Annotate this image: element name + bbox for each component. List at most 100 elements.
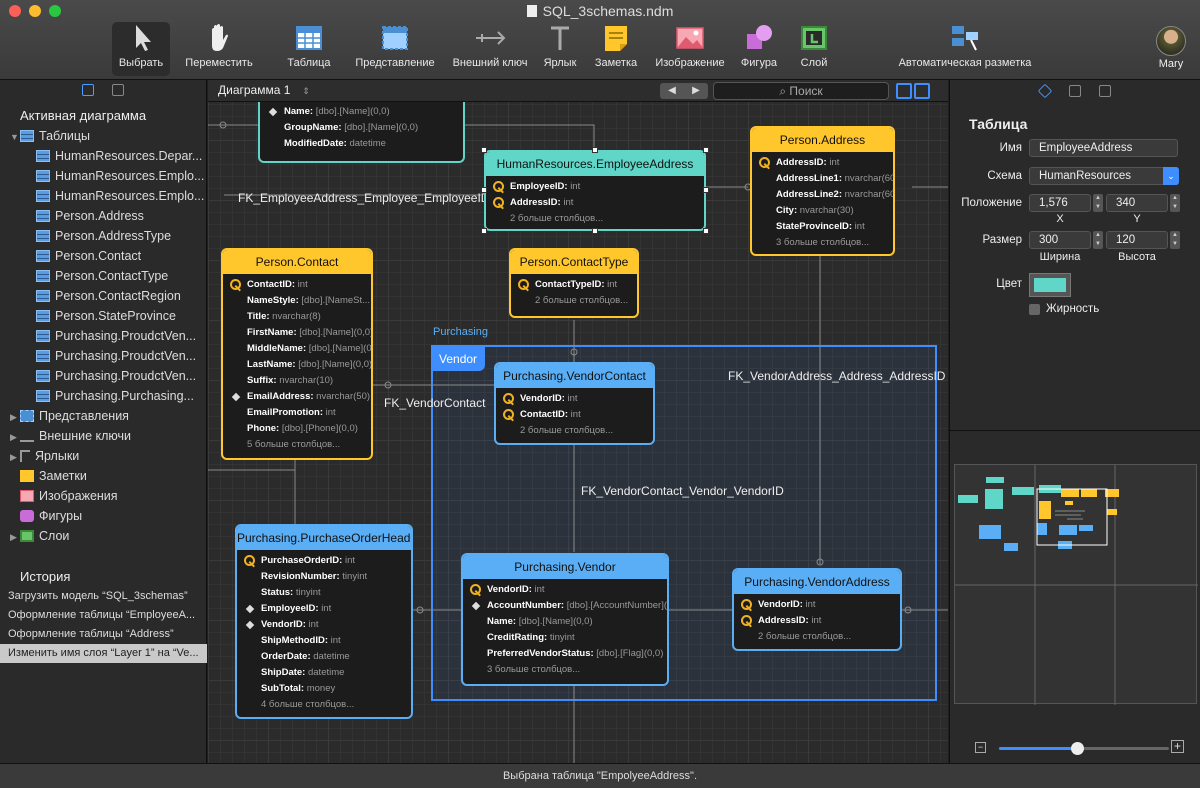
history-item[interactable]: Загрузить модель “SQL_3schemas” <box>0 587 207 606</box>
tool-select[interactable]: Выбрать <box>112 22 170 76</box>
table-column-row[interactable]: Name: [dbo].[Name](0,0) <box>260 104 463 120</box>
selection-handle[interactable] <box>703 228 709 234</box>
tab-image-icon[interactable] <box>1099 85 1111 97</box>
tool-foreign-key[interactable]: Внешний ключ <box>448 22 532 76</box>
table-humanresources-partial[interactable]: Name: [dbo].[Name](0,0)GroupName: [dbo].… <box>258 94 465 163</box>
table-column-row[interactable]: Status: tinyint <box>237 585 411 601</box>
fk-label[interactable]: FK_EmployeeAddress_Employee_EmployeeID <box>238 191 489 205</box>
fk-label[interactable]: FK_VendorAddress_Address_AddressID <box>728 369 945 383</box>
table-column-row[interactable]: AddressID: int <box>486 195 704 211</box>
sidebar-table-item[interactable]: Person.StateProvince <box>0 306 206 326</box>
table-name-field[interactable]: EmployeeAddress <box>1029 139 1178 157</box>
table-column-row[interactable]: City: nvarchar(30) <box>752 203 893 219</box>
more-columns-link[interactable]: 2 больше столбцов... <box>511 293 637 309</box>
position-y-field[interactable]: 340 <box>1106 194 1168 212</box>
table-vendor-addr[interactable]: Purchasing.VendorAddressVendorID: intAdd… <box>732 568 902 651</box>
table-column-row[interactable]: LastName: [dbo].[Name](0,0) <box>223 357 371 373</box>
diagram-selector[interactable]: Диаграмма 1⇕ <box>218 83 310 97</box>
sidebar-group-item[interactable]: ▶Ярлыки <box>0 446 206 466</box>
tool-shape[interactable]: Фигура <box>736 22 782 76</box>
selection-handle[interactable] <box>481 147 487 153</box>
more-columns-link[interactable]: 2 больше столбцов... <box>734 629 900 645</box>
diagram-canvas[interactable]: Диаграмма 1⇕ ◀▶ ⌕ Поиск Purchasing Vendo… <box>208 80 948 763</box>
table-column-row[interactable]: Phone: [dbo].[Phone](0,0) <box>223 421 371 437</box>
table-column-row[interactable]: SubTotal: money <box>237 681 411 697</box>
width-stepper[interactable]: ▲▼ <box>1093 231 1103 249</box>
fk-label[interactable]: FK_VendorContact_Vendor_VendorID <box>581 484 784 498</box>
table-column-row[interactable]: Title: nvarchar(8) <box>223 309 371 325</box>
schema-select[interactable]: HumanResources⌄ <box>1029 167 1179 185</box>
table-column-row[interactable]: ShipDate: datetime <box>237 665 411 681</box>
left-panel-toggle-icon[interactable] <box>896 83 912 99</box>
table-column-row[interactable]: Suffix: nvarchar(10) <box>223 373 371 389</box>
sidebar-table-item[interactable]: Purchasing.ProudctVen... <box>0 326 206 346</box>
table-contact[interactable]: Person.ContactContactID: intNameStyle: [… <box>221 248 373 460</box>
selection-handle[interactable] <box>481 228 487 234</box>
table-column-row[interactable]: NameStyle: [dbo].[NameSt... <box>223 293 371 309</box>
table-column-row[interactable]: VendorID: int <box>237 617 411 633</box>
position-x-field[interactable]: 1,576 <box>1029 194 1091 212</box>
history-item[interactable]: Оформление таблицы “EmployeeA... <box>0 606 207 625</box>
table-column-row[interactable]: EmployeeID: int <box>237 601 411 617</box>
history-item[interactable]: Оформление таблицы “Address” <box>0 625 207 644</box>
zoom-slider-knob[interactable] <box>1071 742 1084 755</box>
zoom-in-icon[interactable]: + <box>1171 740 1184 753</box>
selection-handle[interactable] <box>592 147 598 153</box>
tool-table[interactable]: Таблица <box>280 22 338 76</box>
search-input[interactable]: ⌕ Поиск <box>713 82 889 100</box>
disclosure-closed-icon[interactable]: ▶ <box>10 527 20 546</box>
sidebar-group-item[interactable]: ▶Слои <box>0 526 206 546</box>
tool-image[interactable]: Изображение <box>650 22 730 76</box>
tool-view[interactable]: Представление <box>350 22 440 76</box>
height-field[interactable]: 120 <box>1106 231 1168 249</box>
table-vendor-contact[interactable]: Purchasing.VendorContactVendorID: intCon… <box>494 362 655 445</box>
position-x-stepper[interactable]: ▲▼ <box>1093 194 1103 212</box>
more-columns-link[interactable]: 4 больше столбцов... <box>237 697 411 713</box>
table-column-row[interactable]: ContactID: int <box>496 407 653 423</box>
history-item[interactable]: Изменить имя слоя “Layer 1” на “Ve... <box>0 644 207 663</box>
disclosure-closed-icon[interactable]: ▶ <box>10 407 20 426</box>
more-columns-link[interactable]: 3 больше столбцов... <box>463 662 667 678</box>
sidebar-table-item[interactable]: Person.Contact <box>0 246 206 266</box>
table-column-row[interactable]: RevisionNumber: tinyint <box>237 569 411 585</box>
table-column-row[interactable]: StateProvinceID: int <box>752 219 893 235</box>
back-button[interactable]: ◀ <box>660 83 684 99</box>
sidebar-group-item[interactable]: ▶Представления <box>0 406 206 426</box>
sidebar-table-item[interactable]: Purchasing.ProudctVen... <box>0 346 206 366</box>
disclosure-open-icon[interactable]: ▼ <box>10 127 20 146</box>
user-account[interactable]: Mary <box>1156 26 1186 70</box>
table-column-row[interactable]: VendorID: int <box>734 597 900 613</box>
table-column-row[interactable]: FirstName: [dbo].[Name](0,0) <box>223 325 371 341</box>
disclosure-closed-icon[interactable]: ▶ <box>10 427 20 446</box>
table-column-row[interactable]: AddressLine2: nvarchar(60) <box>752 187 893 203</box>
sidebar-table-item[interactable]: HumanResources.Depar... <box>0 146 206 166</box>
sidebar-table-item[interactable]: Purchasing.Purchasing... <box>0 386 206 406</box>
right-panel-toggle-icon[interactable] <box>914 83 930 99</box>
minimap[interactable] <box>954 464 1197 704</box>
table-vendor[interactable]: Purchasing.VendorVendorID: intAccountNum… <box>461 553 669 686</box>
tab-notes-icon[interactable] <box>1069 85 1081 97</box>
table-address[interactable]: Person.AddressAddressID: intAddressLine1… <box>750 126 895 256</box>
table-column-row[interactable]: ShipMethodID: int <box>237 633 411 649</box>
tool-auto-layout[interactable]: Автоматическая разметка <box>890 22 1040 76</box>
table-column-row[interactable]: EmailAddress: nvarchar(50) <box>223 389 371 405</box>
table-column-row[interactable]: EmailPromotion: int <box>223 405 371 421</box>
selection-handle[interactable] <box>703 187 709 193</box>
table-column-row[interactable]: GroupName: [dbo].[Name](0,0) <box>260 120 463 136</box>
tool-note[interactable]: Заметка <box>590 22 642 76</box>
more-columns-link[interactable]: 2 больше столбцов... <box>486 211 704 227</box>
table-column-row[interactable]: PreferredVendorStatus: [dbo].[Flag](0,0) <box>463 646 667 662</box>
table-emp-addr[interactable]: HumanResources.EmployeeAddressEmployeeID… <box>484 150 706 231</box>
width-field[interactable]: 300 <box>1029 231 1091 249</box>
sidebar-table-item[interactable]: Person.Address <box>0 206 206 226</box>
table-column-row[interactable]: Name: [dbo].[Name](0,0) <box>463 614 667 630</box>
tab-diagram-icon[interactable] <box>82 84 94 96</box>
sidebar-table-item[interactable]: HumanResources.Emplo... <box>0 166 206 186</box>
table-column-row[interactable]: AccountNumber: [dbo].[AccountNumber](... <box>463 598 667 614</box>
sidebar-table-item[interactable]: Purchasing.ProudctVen... <box>0 366 206 386</box>
selection-handle[interactable] <box>592 228 598 234</box>
table-column-row[interactable]: EmployeeID: int <box>486 179 704 195</box>
table-column-row[interactable]: CreditRating: tinyint <box>463 630 667 646</box>
bold-checkbox[interactable] <box>1029 304 1040 315</box>
tab-properties-icon[interactable] <box>1038 84 1052 98</box>
